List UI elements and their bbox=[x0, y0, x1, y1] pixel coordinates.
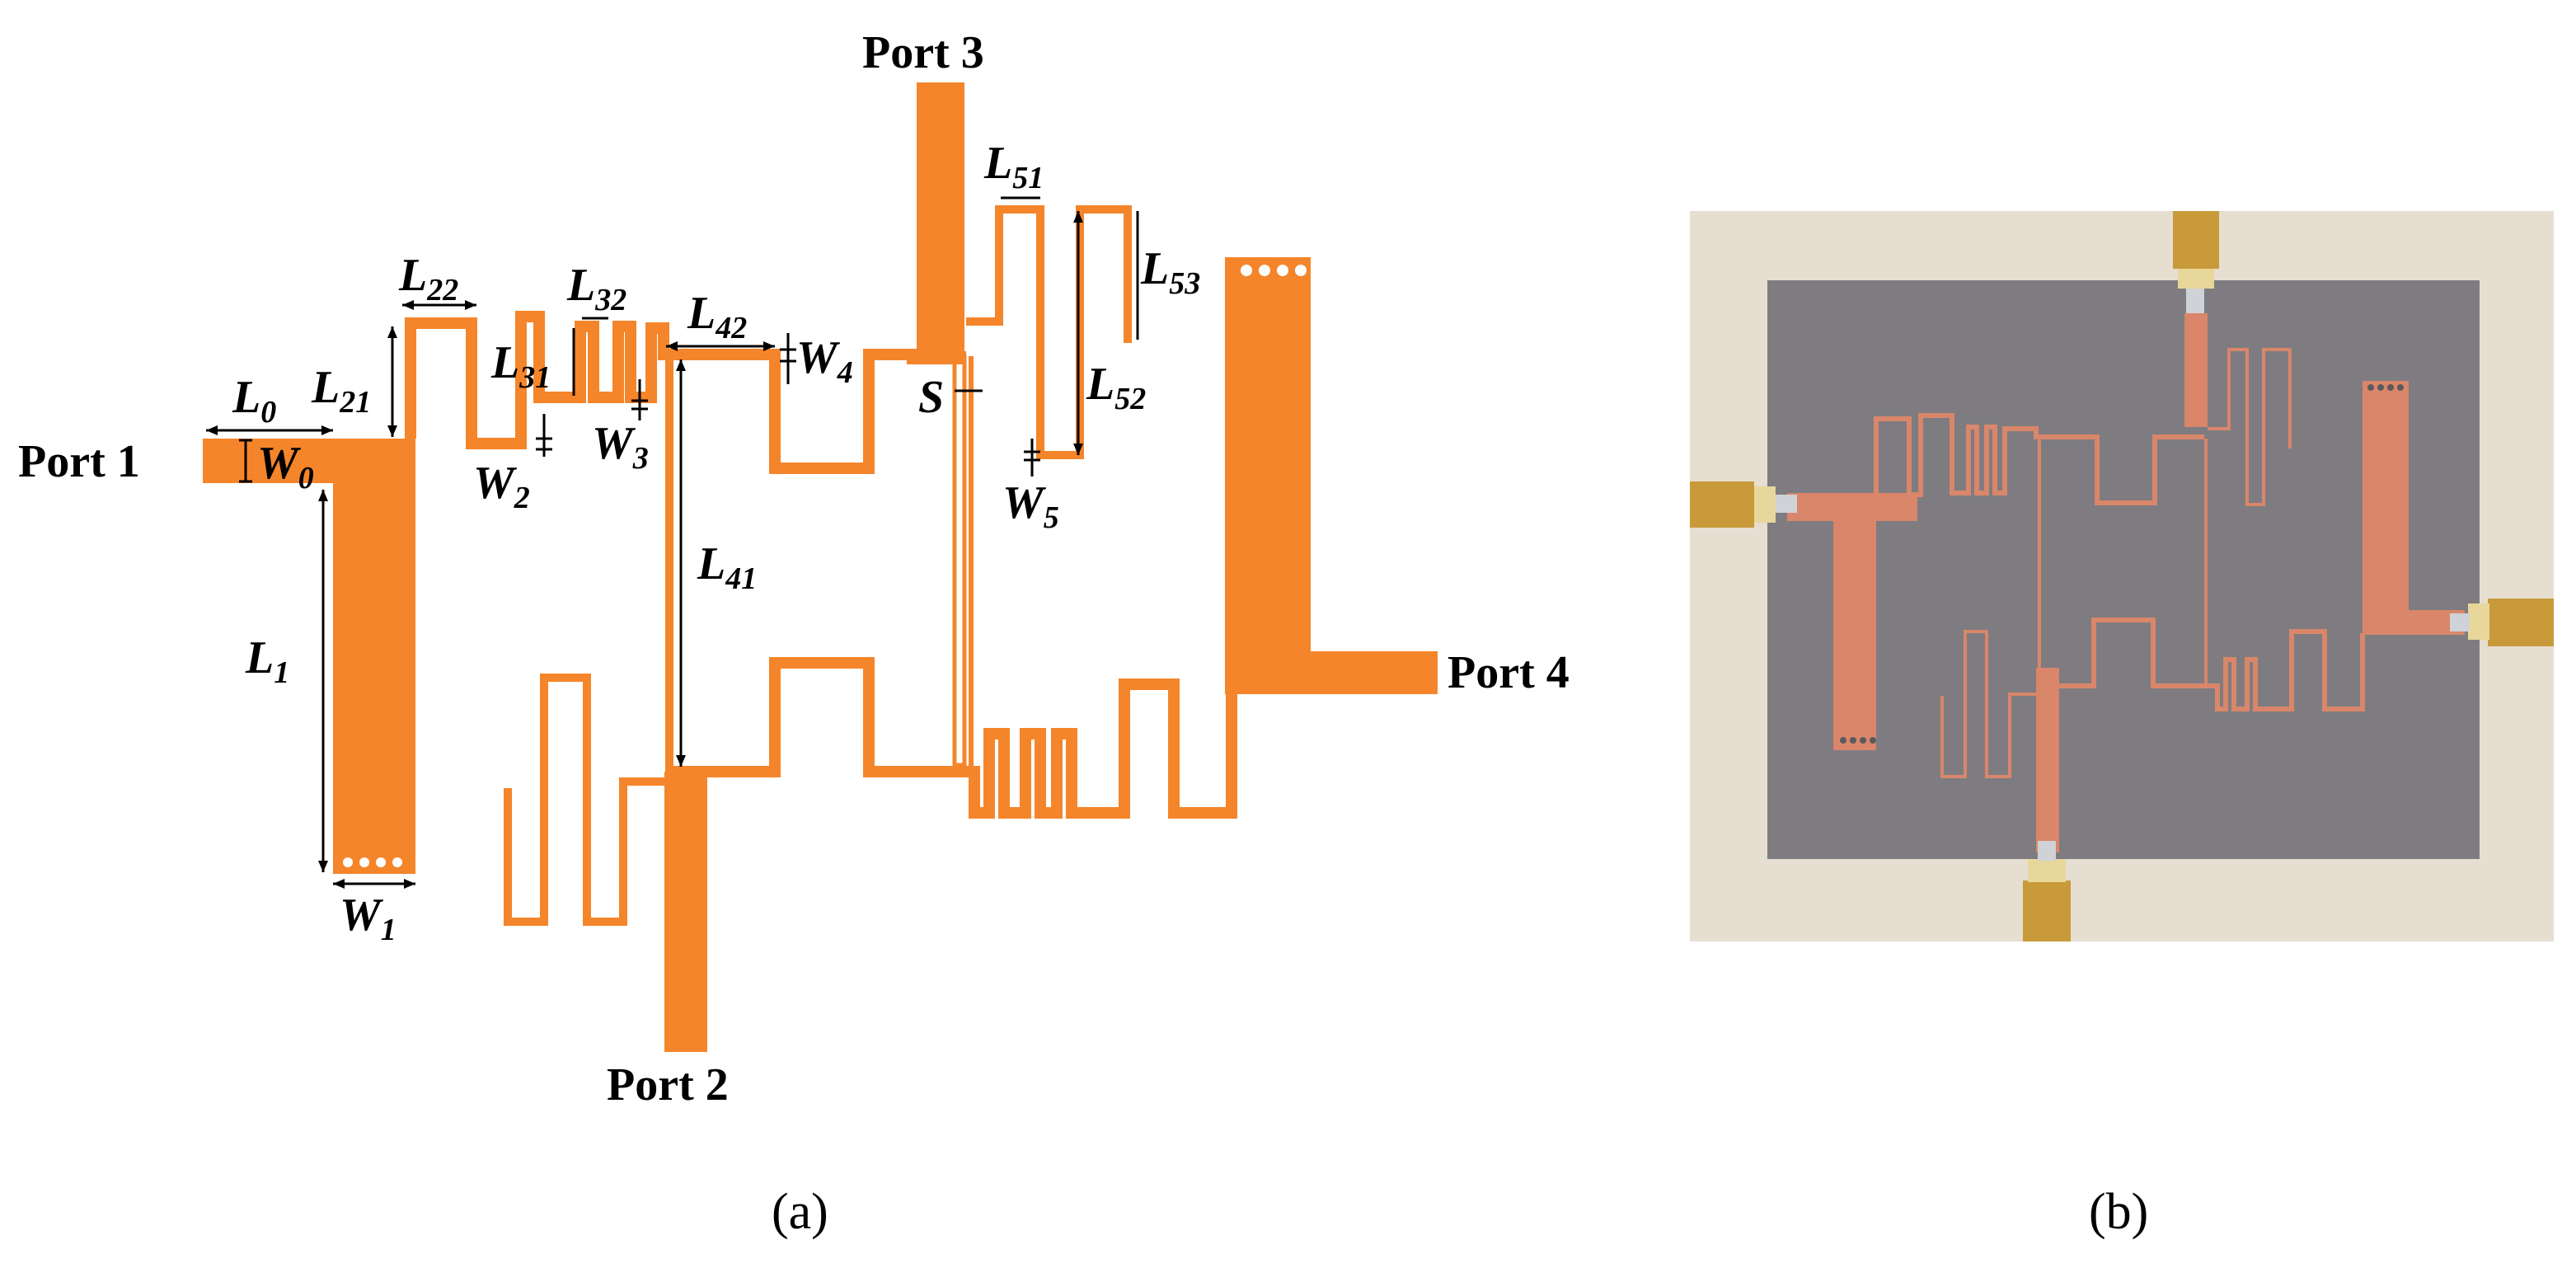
dim-label-l31: L31 bbox=[490, 337, 551, 395]
port1-label: Port 1 bbox=[18, 436, 140, 487]
port4-label: Port 4 bbox=[1448, 647, 1570, 698]
sma-connector-port3 bbox=[2173, 211, 2219, 313]
coupled-line-s bbox=[952, 354, 967, 768]
wide-stub-port4 bbox=[1225, 257, 1311, 694]
dim-label-w3: W3 bbox=[592, 418, 649, 476]
port2-label: Port 2 bbox=[607, 1059, 729, 1110]
port3-feed bbox=[917, 82, 964, 359]
dim-label-s: S bbox=[918, 372, 944, 423]
dim-label-l41: L41 bbox=[697, 538, 757, 596]
pcb-vias bbox=[1840, 384, 2404, 744]
dim-label-w4: W4 bbox=[796, 332, 853, 390]
panel-a-layout: Port 1 Port 2 Port 3 Port 4 L0 W0 L1 W1 … bbox=[18, 27, 1570, 1240]
lower-meander-line bbox=[669, 657, 1269, 819]
vias-port4-stub bbox=[1241, 265, 1307, 276]
sma-connector-port2 bbox=[2023, 841, 2071, 941]
panel-b-photo: (b) bbox=[1690, 211, 2554, 1240]
sma-connector-port1 bbox=[1690, 481, 1797, 528]
port2-feed bbox=[664, 772, 707, 1052]
caption-a: (a) bbox=[772, 1184, 828, 1240]
pcb-copper-traces bbox=[1787, 313, 2465, 852]
port4-feed bbox=[1307, 651, 1438, 694]
dim-label-w0: W0 bbox=[257, 438, 314, 495]
pcb-board bbox=[1767, 280, 2480, 859]
lower-left-meander bbox=[504, 674, 668, 926]
dim-label-l32: L32 bbox=[566, 260, 626, 317]
port3-junction bbox=[907, 351, 966, 364]
dim-label-l1: L1 bbox=[245, 632, 289, 690]
dim-label-w1: W1 bbox=[340, 890, 396, 947]
dim-label-l53: L53 bbox=[1140, 243, 1200, 301]
dim-label-l22: L22 bbox=[398, 250, 458, 308]
dim-label-w5: W5 bbox=[1002, 477, 1059, 535]
sma-connector-port4 bbox=[2450, 599, 2554, 646]
caption-b: (b) bbox=[2089, 1184, 2148, 1240]
dim-label-l51: L51 bbox=[983, 138, 1044, 195]
dim-label-l0: L0 bbox=[232, 372, 276, 430]
port3-label: Port 3 bbox=[862, 27, 984, 78]
dim-label-l42: L42 bbox=[687, 288, 747, 345]
wide-stub-l1 bbox=[333, 439, 415, 874]
dim-label-l52: L52 bbox=[1086, 359, 1146, 416]
upper-meander-line bbox=[405, 311, 925, 474]
dim-label-l21: L21 bbox=[311, 362, 371, 420]
top-right-meander bbox=[966, 205, 1132, 459]
dimension-lines bbox=[206, 196, 1139, 889]
dim-label-w2: W2 bbox=[473, 458, 530, 515]
vias-l1 bbox=[343, 857, 402, 867]
